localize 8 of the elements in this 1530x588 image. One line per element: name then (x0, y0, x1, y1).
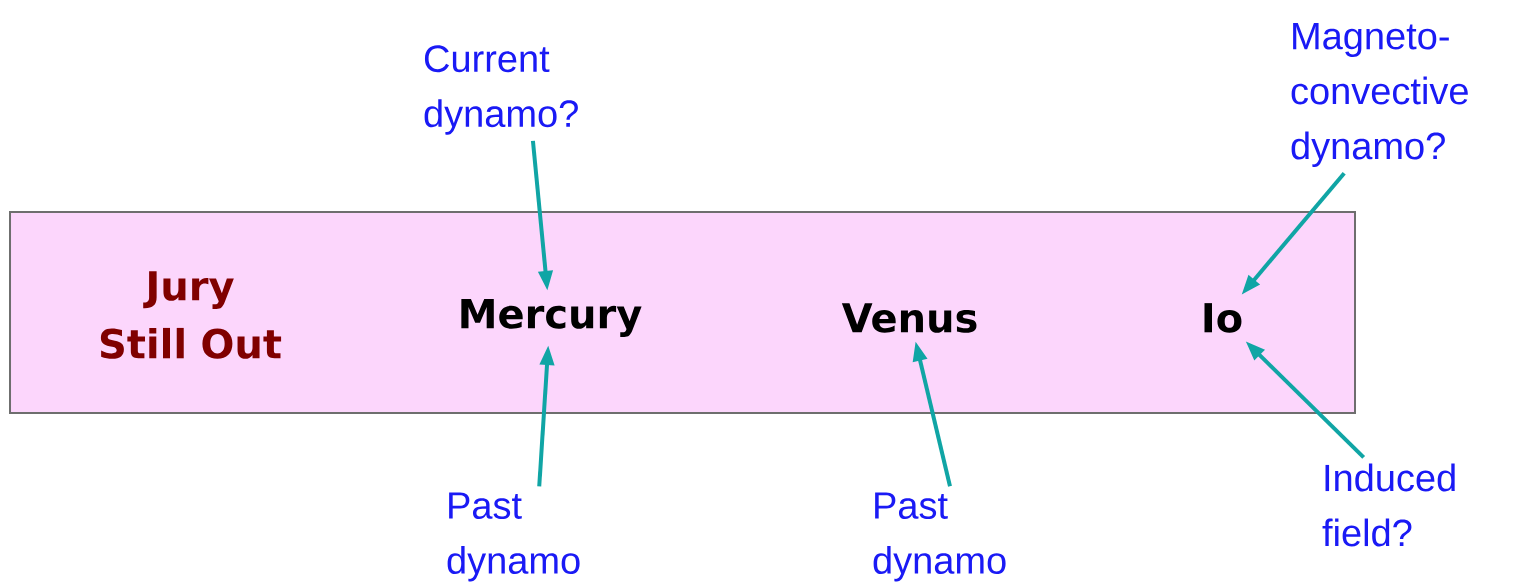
annotation: Current dynamo? (424, 45, 578, 135)
annotation: Magneto-convective dynamo? (1291, 23, 1468, 167)
annotation: Past dynamo (447, 492, 580, 582)
planet-name: Venus (841, 303, 977, 333)
planet-name: Io (1204, 303, 1242, 333)
annotation: Past dynamo (873, 492, 1006, 582)
annotation: Induced field? (1322, 463, 1455, 547)
planet-name: Mercury (461, 299, 642, 337)
